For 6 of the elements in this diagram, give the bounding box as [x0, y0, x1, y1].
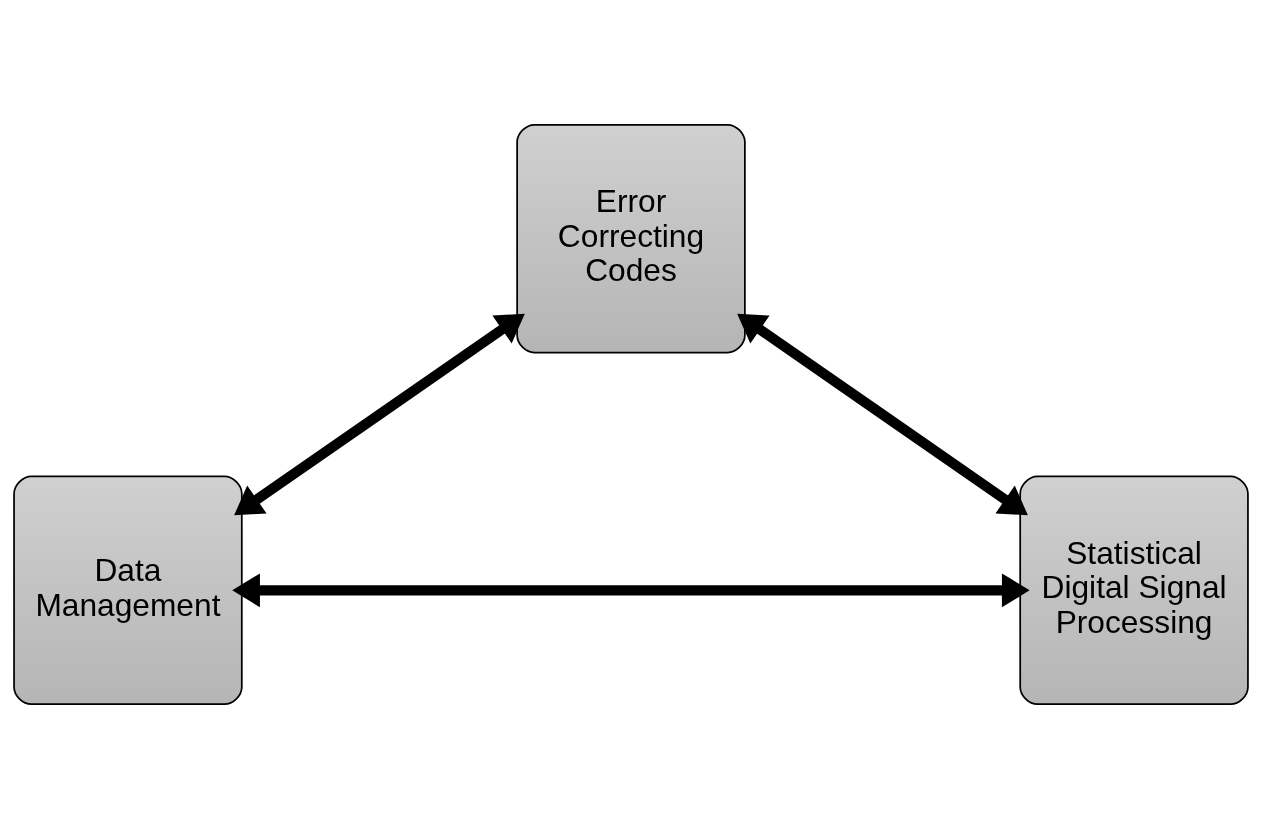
node-box: Error Correcting Codes	[516, 123, 746, 354]
arrow	[737, 313, 1028, 516]
node-box: Statistical Digital Signal Processing	[1019, 475, 1249, 706]
node-box: Data Management	[13, 475, 243, 706]
arrow	[234, 313, 525, 516]
arrow	[232, 573, 1030, 608]
